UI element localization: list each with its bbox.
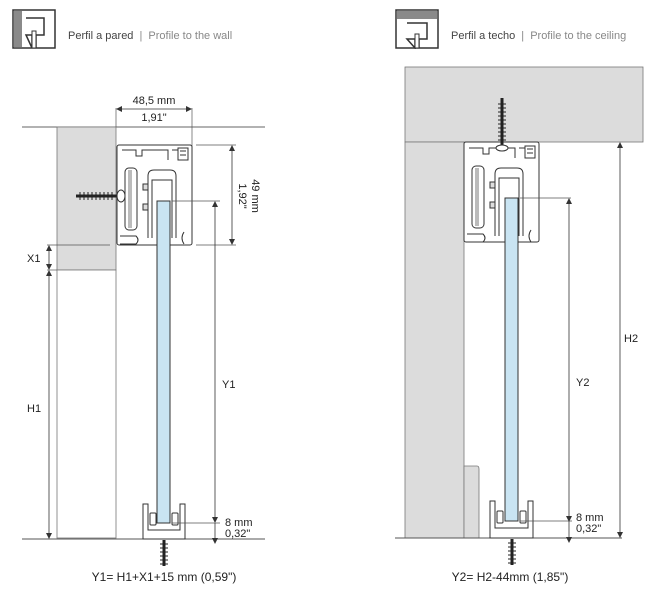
side-wall-block	[404, 141, 465, 539]
height-mm-label: 49 mm	[249, 179, 261, 213]
glass-panel	[504, 197, 519, 522]
bottom-gap-in-label: 0,32"	[225, 528, 250, 540]
bottom-gap-mm-label: 8 mm	[576, 512, 604, 524]
wall-mount-profile-icon	[12, 9, 56, 49]
wall-screw-icon	[76, 189, 126, 203]
floor-screw-icon	[160, 540, 168, 566]
title-separator: |	[521, 30, 525, 42]
y1-formula: Y1= H1+X1+15 mm (0,59")	[92, 570, 237, 584]
title-en: Profile to the wall	[148, 30, 233, 42]
top-rail-profile	[463, 141, 540, 243]
wall-profile-title: Perfil a pared | Profile to the wall	[68, 30, 232, 42]
wall-profile-header: Perfil a pared | Profile to the wall	[12, 0, 232, 58]
wall-lower	[56, 269, 117, 539]
glass-panel	[156, 200, 171, 524]
top-rail-profile	[116, 144, 193, 246]
floor-screw-icon	[508, 539, 516, 565]
bottom-gap-in-label: 0,32"	[576, 523, 601, 535]
ceiling-mount-diagram: Y2 H2 8 mm 0,32" Y2= H2-44mm (1,85")	[395, 66, 644, 584]
title-en: Profile to the ceiling	[530, 30, 627, 42]
wall-mount-diagram: 48,5 mm 1,91"	[22, 95, 265, 584]
height-in-label: 1,92"	[236, 183, 248, 208]
y1-label: Y1	[222, 379, 235, 391]
ceiling-profile-title: Perfil a techo | Profile to the ceiling	[451, 30, 626, 42]
ceiling-screw-icon	[495, 98, 509, 152]
width-mm-label: 48,5 mm	[133, 95, 176, 107]
x1-label: X1	[27, 253, 40, 265]
floor-guide	[142, 503, 186, 540]
y2-formula: Y2= H2-44mm (1,85")	[452, 570, 569, 584]
floor-guide	[489, 500, 534, 539]
ceiling-profile-header: Perfil a techo | Profile to the ceiling	[395, 0, 626, 58]
title-es: Perfil a techo	[451, 30, 516, 42]
width-in-label: 1,91"	[141, 112, 166, 124]
title-separator: |	[139, 30, 143, 42]
title-es: Perfil a pared	[68, 30, 134, 42]
ceiling-block	[404, 66, 644, 143]
h2-label: H2	[624, 333, 638, 345]
baseboard	[463, 465, 480, 539]
wall-block	[56, 126, 117, 271]
h1-label: H1	[27, 403, 41, 415]
bottom-gap-mm-label: 8 mm	[225, 517, 253, 529]
ceiling-mount-profile-icon	[395, 9, 439, 49]
y2-label: Y2	[576, 377, 589, 389]
